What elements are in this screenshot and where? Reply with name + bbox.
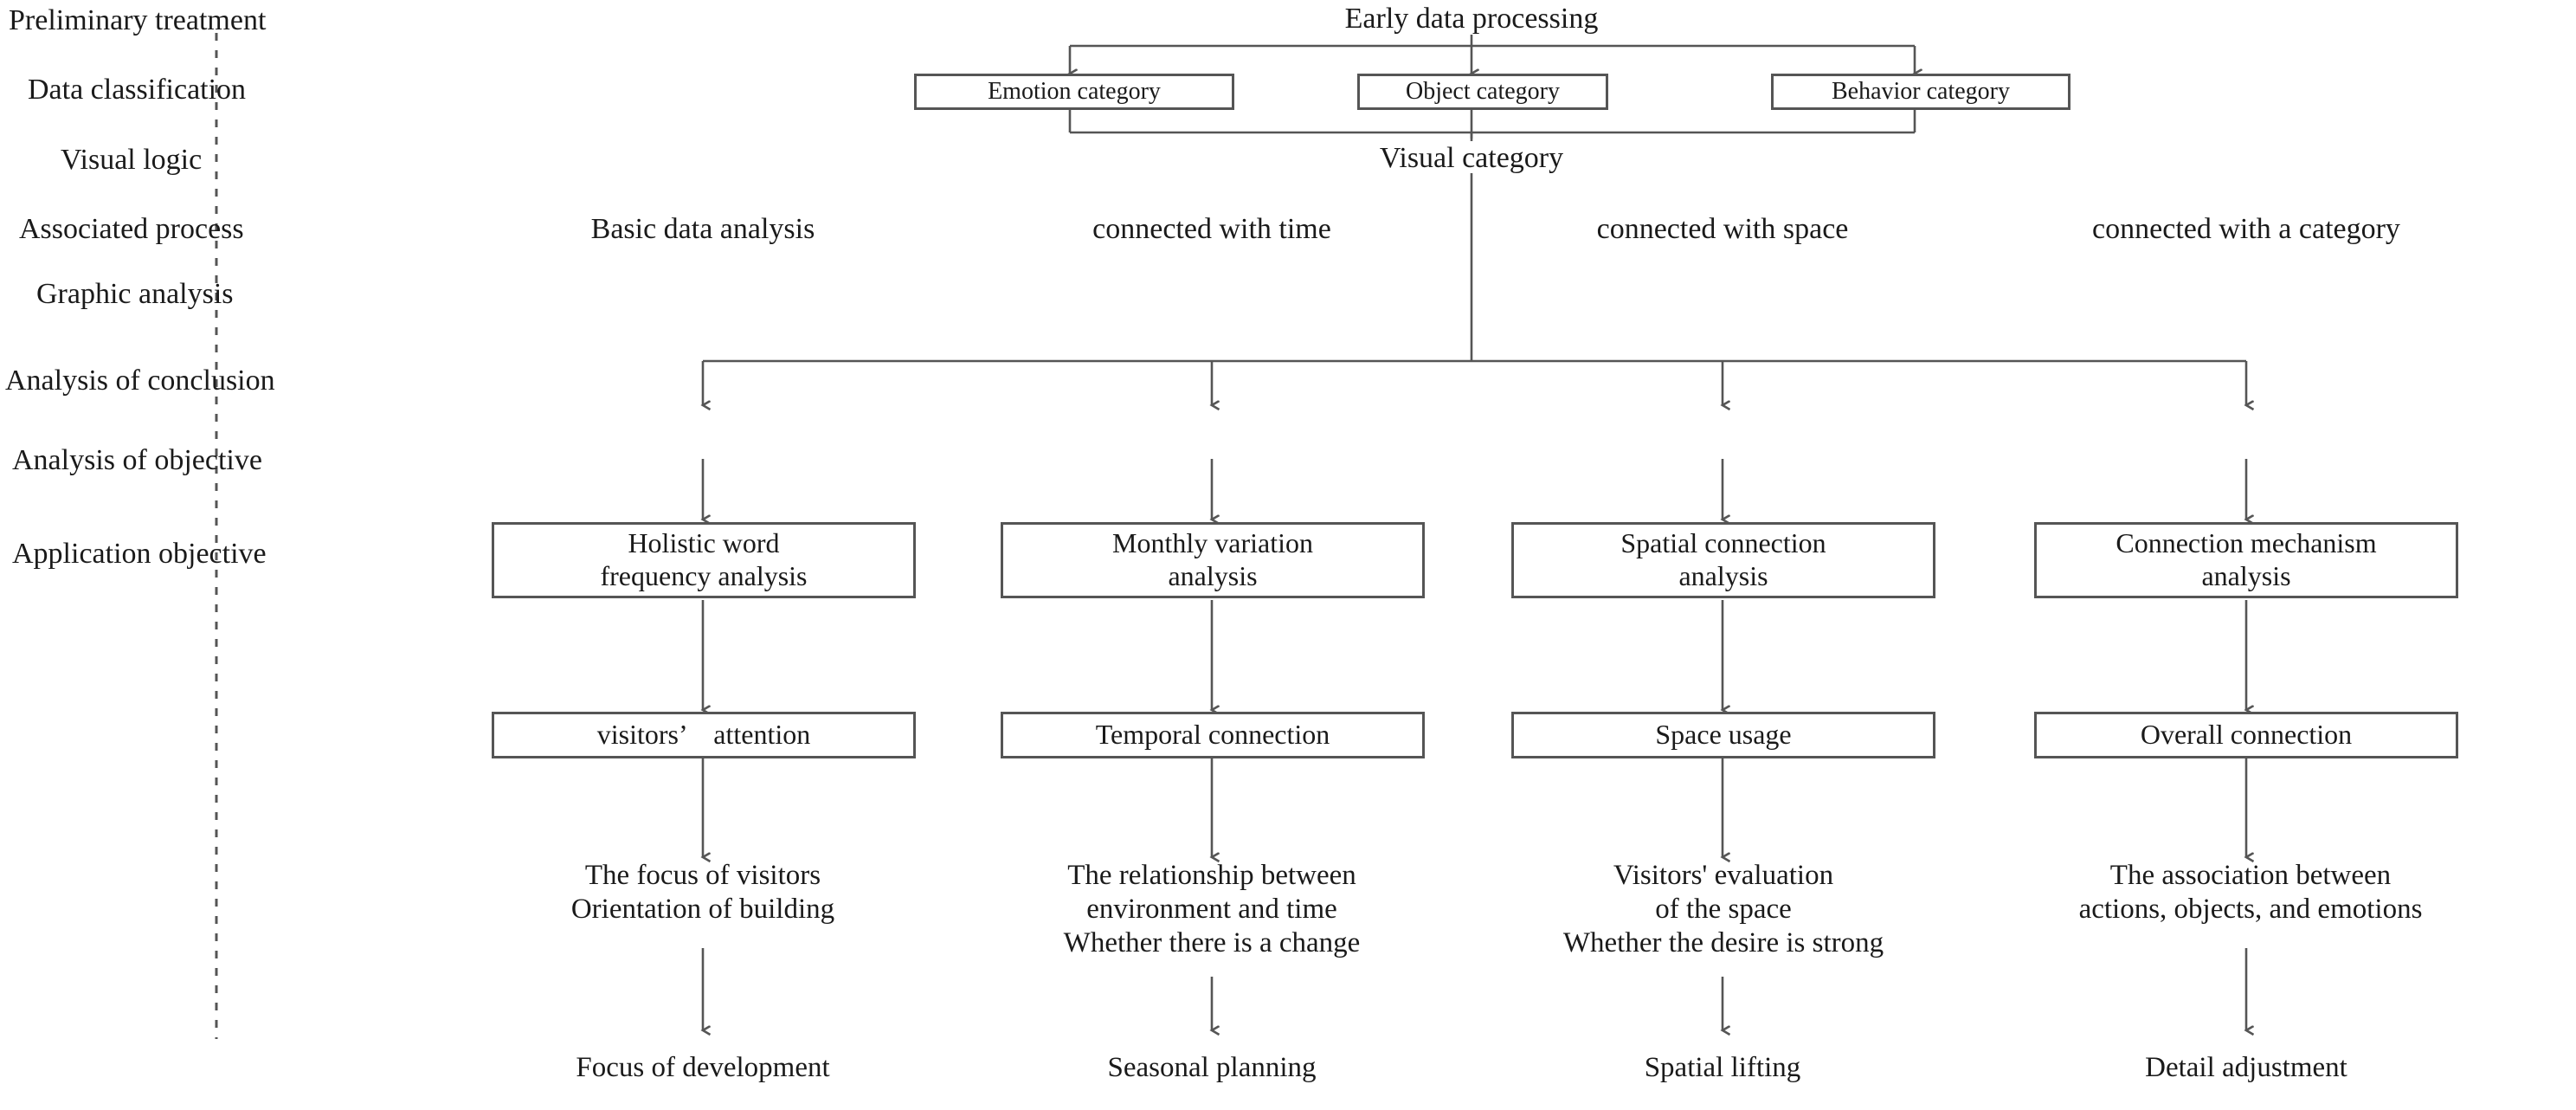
graphic-analysis-box-col3[interactable]: Spatial connection analysis (1511, 522, 1935, 598)
application-objective-col1: Focus of development (576, 1051, 830, 1083)
associated-process-col2: connected with time (1092, 212, 1331, 245)
stage-label-analysis-of-objective: Analysis of objective (12, 443, 262, 476)
stage-label-data-classification: Data classification (28, 73, 247, 106)
stage-label-analysis-of-conclusion: Analysis of conclusion (5, 364, 275, 397)
root-node-early-data-processing: Early data processing (1344, 2, 1599, 35)
application-objective-col4: Detail adjustment (2145, 1051, 2347, 1083)
visual-category-node: Visual category (1379, 141, 1564, 174)
conclusion-box-col2[interactable]: Temporal connection (1001, 712, 1425, 758)
associated-process-col1: Basic data analysis (590, 212, 815, 245)
application-objective-col2: Seasonal planning (1107, 1051, 1317, 1083)
category-box-object[interactable]: Object category (1357, 74, 1608, 110)
stage-label-visual-logic: Visual logic (61, 143, 203, 176)
graphic-analysis-box-col2[interactable]: Monthly variation analysis (1001, 522, 1425, 598)
stage-label-preliminary-treatment: Preliminary treatment (9, 3, 267, 36)
graphic-analysis-box-col1[interactable]: Holistic word frequency analysis (492, 522, 916, 598)
category-box-emotion[interactable]: Emotion category (914, 74, 1234, 110)
conclusion-box-col1[interactable]: visitors’ attention (492, 712, 916, 758)
associated-process-col4: connected with a category (2092, 212, 2400, 245)
graphic-analysis-box-col4[interactable]: Connection mechanism analysis (2034, 522, 2458, 598)
objective-text-col4: The association between actions, objects… (2078, 860, 2423, 925)
conclusion-box-col4[interactable]: Overall connection (2034, 712, 2458, 758)
application-objective-col3: Spatial lifting (1644, 1051, 1801, 1083)
objective-text-col2: The relationship between environment and… (1063, 860, 1361, 958)
associated-process-col3: connected with space (1596, 212, 1849, 245)
objective-text-col1: The focus of visitors Orientation of bui… (570, 860, 835, 925)
stage-label-application-objective: Application objective (12, 537, 267, 570)
stage-label-associated-process: Associated process (19, 212, 244, 245)
stage-label-graphic-analysis: Graphic analysis (36, 277, 234, 310)
objective-text-col3: Visitors' evaluation of the space Whethe… (1562, 860, 1884, 958)
category-box-behavior[interactable]: Behavior category (1771, 74, 2070, 110)
conclusion-box-col3[interactable]: Space usage (1511, 712, 1935, 758)
